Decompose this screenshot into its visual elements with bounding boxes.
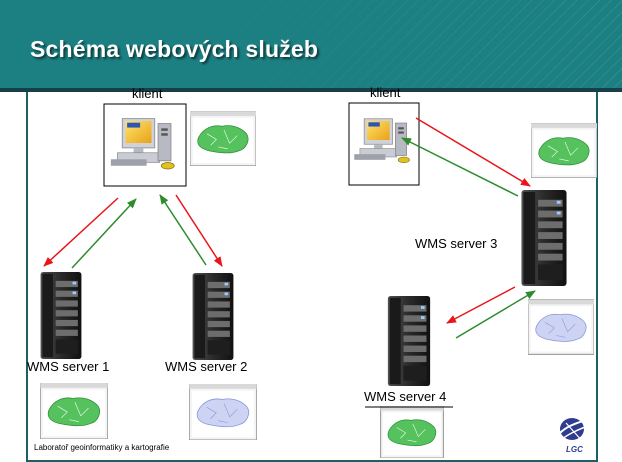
client-left-label: klient — [132, 86, 163, 101]
lgc-logo-icon: LGC — [559, 418, 591, 454]
wms-server-2-label: WMS server 2 — [165, 359, 248, 374]
request-arrow — [175, 194, 223, 267]
map-window-icon — [380, 406, 444, 458]
map-window-icon — [189, 384, 257, 440]
map-window-icon — [190, 111, 256, 166]
client-computer-icon — [106, 111, 184, 175]
header-pattern — [0, 0, 622, 88]
map-window-icon — [528, 299, 594, 355]
footer-text: Laboratoř geoinformatiky a kartografie — [34, 443, 170, 452]
slide-title: Schéma webových služeb — [30, 36, 319, 62]
logo-text: LGC — [566, 445, 583, 454]
request-arrow — [43, 197, 119, 267]
client-computer-icon — [350, 112, 418, 168]
request-arrow — [415, 117, 531, 187]
request-arrow — [446, 286, 516, 324]
header-divider — [0, 88, 622, 92]
response-arrow — [401, 137, 519, 197]
wms-server-4-label: WMS server 4 — [364, 389, 447, 404]
server-tower-icon — [192, 273, 234, 360]
response-arrow — [159, 194, 207, 266]
server-tower-icon — [521, 190, 567, 286]
header-bar: Schéma webových služeb — [0, 0, 622, 88]
map-window-icon — [40, 383, 108, 439]
response-arrow — [71, 198, 137, 269]
frame-left-border — [26, 92, 28, 462]
wms-server-1-label: WMS server 1 — [27, 359, 110, 374]
wms-server-3-label: WMS server 3 — [415, 236, 498, 251]
server-tower-icon — [40, 272, 82, 359]
frame-bottom-border — [26, 460, 598, 462]
client-right-label: klient — [370, 85, 401, 100]
frame-right-border — [596, 92, 598, 462]
map-window-icon — [531, 123, 597, 178]
response-arrow — [455, 290, 536, 339]
server-tower-icon — [387, 296, 431, 386]
